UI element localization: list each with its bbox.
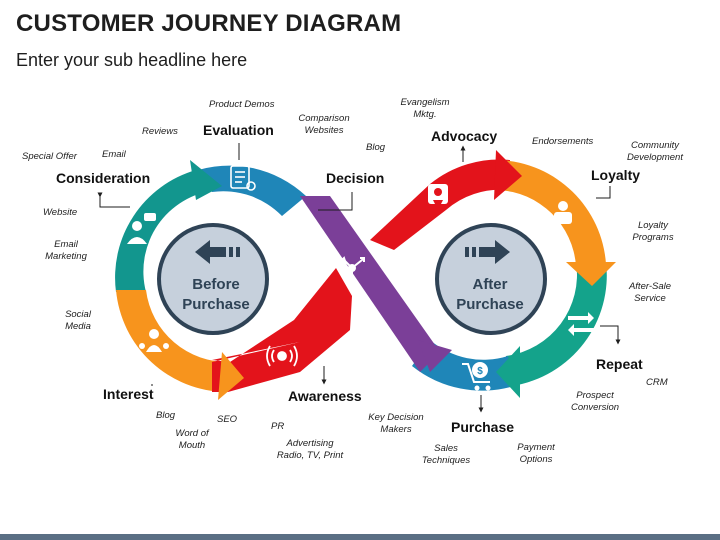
after-purchase-circle [435,223,547,335]
stage-purchase: Purchase [451,419,514,435]
note-prospect-1: Prospect [576,390,614,401]
consultant-icon [127,213,156,244]
note-key-decision-2: Makers [380,424,411,435]
stage-awareness: Awareness [288,388,362,404]
note-community-1: Community [631,140,680,151]
page-title: CUSTOMER JOURNEY DIAGRAM [16,10,402,37]
note-comparison-1: Comparison [298,113,349,124]
shopping-cart-icon: $ [462,362,491,391]
stage-interest: Interest [103,386,154,402]
note-blog-interest: Blog [156,410,176,421]
note-word-of-mouth-1: Word of [175,428,210,439]
note-sales-techniques-1: Sales [434,443,458,454]
awareness-segment [212,268,352,392]
note-product-demos: Product Demos [209,99,275,110]
note-payment-options-2: Options [520,454,553,465]
note-advertising-2: Radio, TV, Print [277,450,344,461]
left-arrow-icon [195,240,240,264]
advocacy-arrowhead [494,150,522,200]
before-purchase-line1: Before [192,276,240,293]
note-website: Website [43,207,77,218]
after-purchase-line2: Purchase [456,296,524,313]
note-endorsements: Endorsements [532,136,594,147]
note-key-decision-1: Key Decision [368,412,423,423]
note-social-media-2: Media [65,321,91,332]
decision-segment [300,196,440,372]
broadcast-icon [266,345,298,367]
note-advertising-1: Advertising [286,438,335,449]
note-payment-options-1: Payment [517,442,555,453]
evaluation-segment [192,165,306,216]
note-email-marketing-2: Marketing [45,251,87,262]
note-seo: SEO [217,414,238,425]
note-loyalty-programs-2: Programs [632,232,673,243]
note-special-offer: Special Offer [22,151,78,162]
svg-text:$: $ [477,366,483,377]
before-purchase-line2: Purchase [182,296,250,313]
loyalty-connector [596,186,611,199]
checklist-icon [230,165,256,191]
page-subtitle: Enter your sub headline here [16,50,248,70]
stage-repeat: Repeat [596,356,643,372]
decision-segment-arrowhead [418,340,452,372]
footer-stripe [0,534,720,540]
flow-arrows-icon [339,256,365,284]
interest-arrowhead [218,352,244,400]
note-social-media-1: Social [65,309,92,320]
note-prospect-2: Conversion [571,402,619,413]
note-comparison-2: Websites [305,125,344,136]
note-community-2: Development [627,152,683,163]
stage-evaluation: Evaluation [203,122,274,138]
connector-lines [97,143,621,413]
consideration-connector [97,192,130,208]
note-evangelism-1: Evangelism [400,97,449,108]
note-reviews: Reviews [142,126,178,137]
note-email: Email [102,149,127,160]
certificate-icon [428,184,448,204]
note-evangelism-2: Mktg. [413,109,436,120]
loyalty-segment [498,160,606,266]
stage-consideration: Consideration [56,170,150,186]
note-loyalty-programs-1: Loyalty [638,220,669,231]
repeat-segment [506,262,607,386]
consideration-arrowhead [190,160,222,200]
repeat-connector [600,325,621,345]
note-after-sale-1: After-Sale [628,281,671,292]
stage-advocacy: Advocacy [431,128,497,144]
note-blog-decision: Blog [366,142,386,153]
after-purchase-line1: After [472,276,507,293]
consideration-segment [115,170,216,292]
stage-decision: Decision [326,170,384,186]
note-word-of-mouth-2: Mouth [179,440,205,451]
interest-segment [116,290,230,392]
right-arrow-icon [465,240,510,264]
interest-person-icon [139,329,169,352]
decision-connector [318,192,353,211]
stage-loyalty: Loyalty [591,167,640,183]
advocacy-segment [370,159,510,250]
loyalty-person-icon [554,201,572,224]
note-after-sale-2: Service [634,293,666,304]
note-pr: PR [271,421,284,432]
loyalty-arrowhead [566,262,616,286]
note-crm: CRM [646,377,668,388]
note-email-marketing-1: Email [54,239,79,250]
repeat-arrowhead [496,346,520,398]
exchange-icon [568,312,594,336]
note-sales-techniques-2: Techniques [422,455,470,466]
